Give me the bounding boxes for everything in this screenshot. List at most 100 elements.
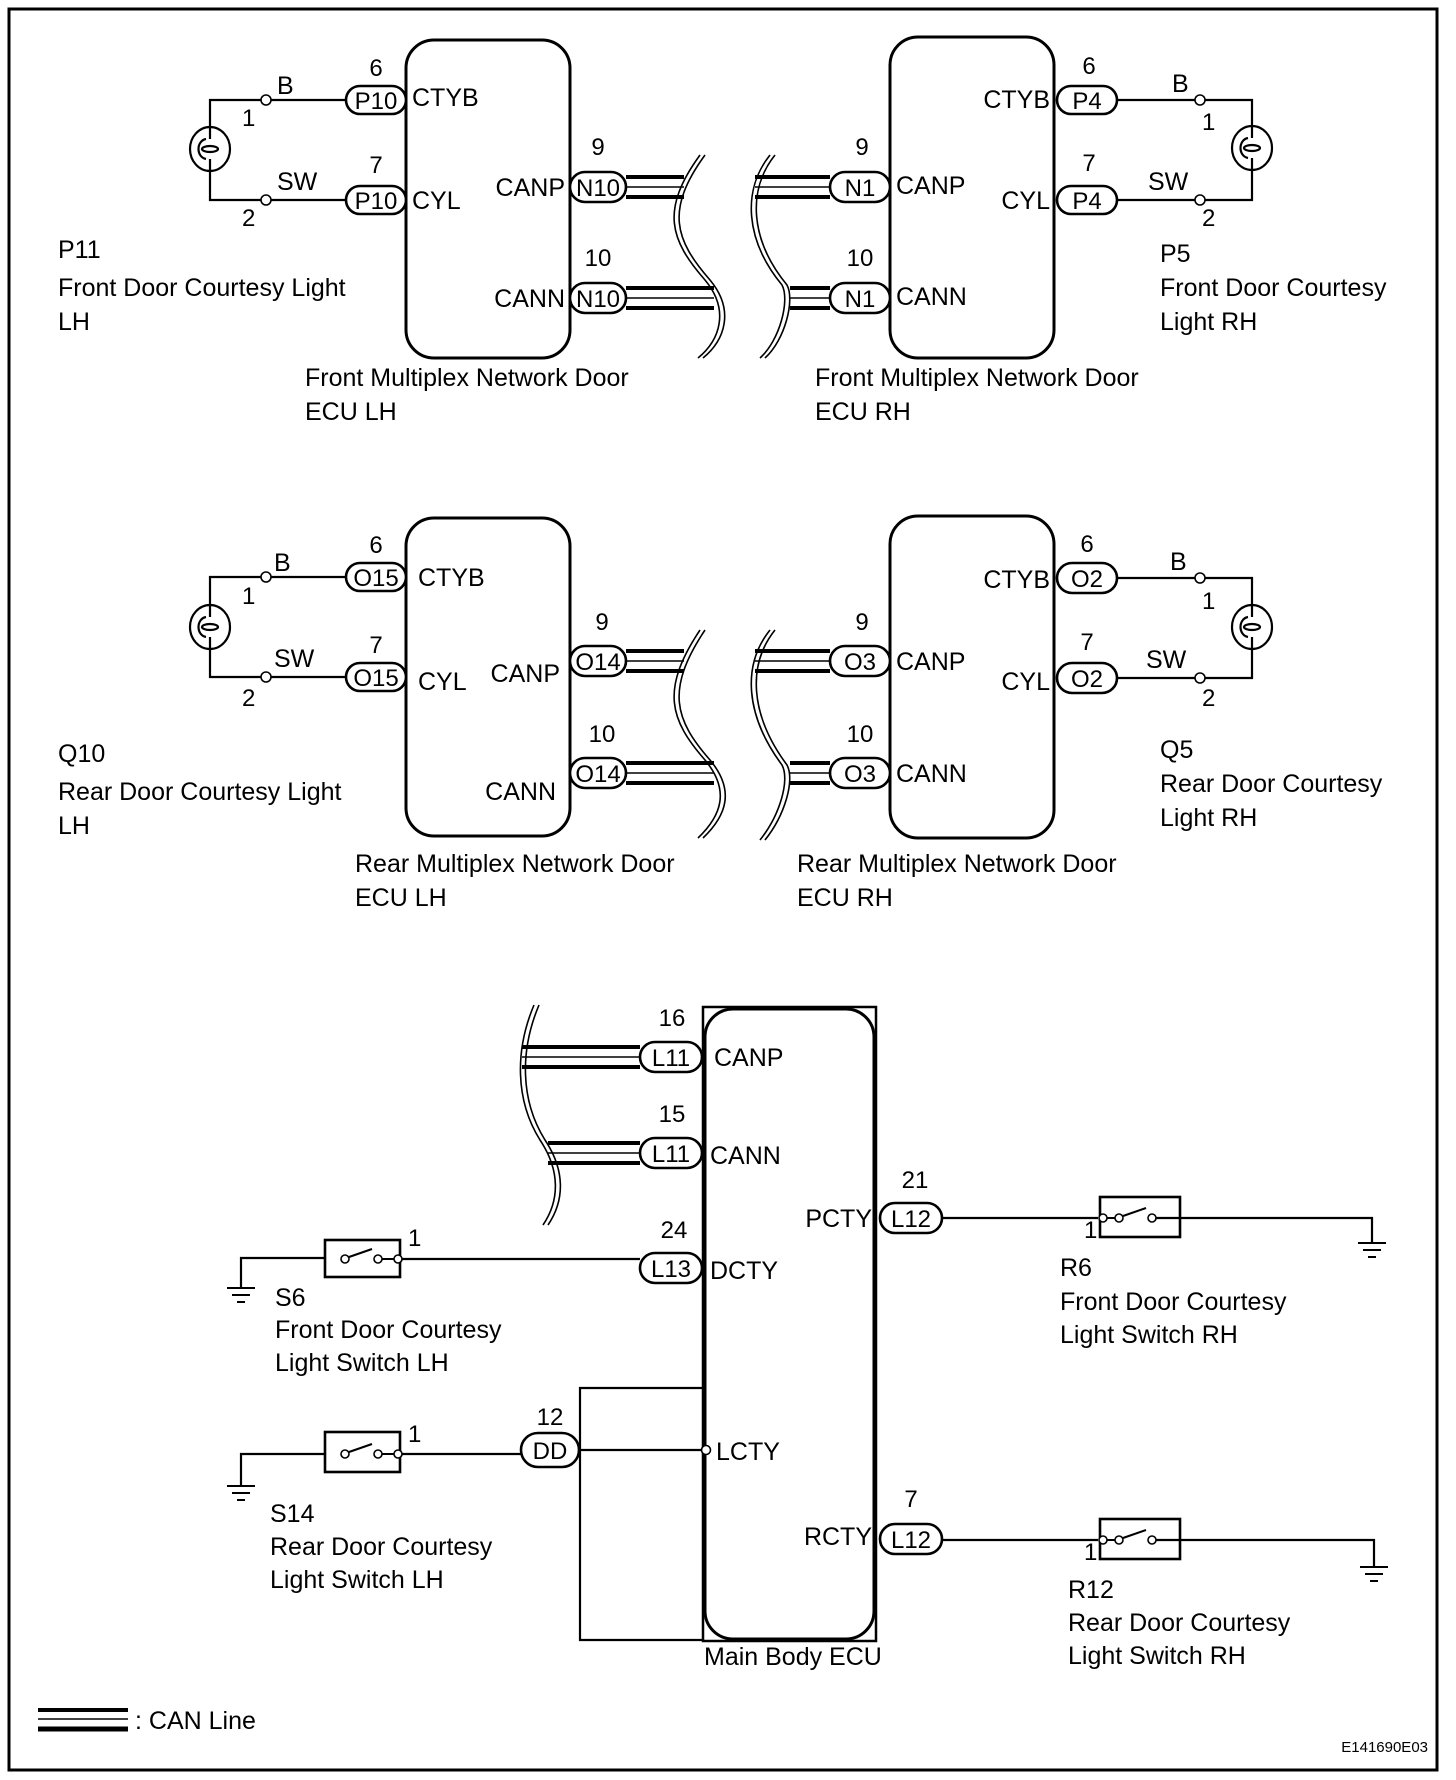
component-name: LH <box>58 812 90 840</box>
can-line <box>626 154 726 359</box>
ecu-name: ECU RH <box>797 884 893 912</box>
connector-P10 <box>344 184 408 216</box>
svg-text:6: 6 <box>369 55 382 82</box>
terminal-label: CTYB <box>412 84 479 112</box>
wire-label-b: B <box>1172 70 1189 98</box>
svg-text:N10: N10 <box>576 175 620 202</box>
component-code: Q5 <box>1160 736 1193 764</box>
component-name: Rear Door Courtesy <box>1068 1609 1291 1637</box>
rear-door-courtesy-light-rh: B SW 1 2 Q5 Rear Door Courtesy Light RH <box>1117 548 1383 832</box>
svg-text:7: 7 <box>1082 150 1095 177</box>
connector-L13 <box>638 1251 704 1285</box>
terminal-label: CYL <box>412 187 461 215</box>
ecu-box <box>888 35 1056 360</box>
break-mark <box>673 629 722 839</box>
component-name: Light Switch RH <box>1068 1642 1246 1670</box>
pin-number: 1 <box>408 1421 421 1448</box>
component-code: P11 <box>58 236 101 264</box>
pin-number: 1 <box>242 105 255 132</box>
terminal-label: CYL <box>418 668 467 696</box>
terminal-node <box>260 194 272 206</box>
ecu-name: Rear Multiplex Network Door <box>797 850 1117 878</box>
break-mark <box>673 154 721 359</box>
component-code: R6 <box>1060 1254 1092 1282</box>
break-mark <box>519 1004 557 1226</box>
wire-label-sw: SW <box>1148 168 1189 196</box>
svg-text:O3: O3 <box>844 761 876 788</box>
component-name: Front Door Courtesy <box>275 1316 502 1344</box>
terminal-label: CYL <box>1001 187 1050 215</box>
terminal-label: PCTY <box>805 1205 872 1233</box>
rear-door-courtesy-light-switch-rh: 1 R12 Rear Door Courtesy Light Switch RH <box>942 1517 1388 1670</box>
terminal-label: CANN <box>494 285 565 313</box>
component-code: Q10 <box>58 740 105 768</box>
ecu-name: Rear Multiplex Network Door <box>355 850 675 878</box>
component-code: R12 <box>1068 1576 1114 1604</box>
rear-door-courtesy-light-lh: B SW 1 2 Q10 Rear Door Courtesy Light LH <box>58 549 346 840</box>
figure-code: E141690E03 <box>1341 1739 1428 1756</box>
can-line <box>626 629 727 839</box>
component-name: Rear Door Courtesy <box>270 1533 493 1561</box>
svg-text:10: 10 <box>847 721 874 748</box>
connector-O15 <box>344 561 408 593</box>
rear-ecu-lh: O15 6 CTYB O15 7 CYL CANP O14 9 CANN O14… <box>344 516 675 912</box>
svg-text:15: 15 <box>659 1101 686 1128</box>
svg-text:10: 10 <box>589 721 616 748</box>
front-door-courtesy-light-switch-rh: 1 R6 Front Door Courtesy Light Switch RH <box>942 1195 1386 1349</box>
svg-text:9: 9 <box>855 609 868 636</box>
connector-O3 <box>828 644 892 678</box>
svg-text:10: 10 <box>585 245 612 272</box>
terminal-node <box>260 94 272 106</box>
main-body-ecu: L11 16 CANP L11 15 CANN L13 24 DCTY PCTY… <box>519 1005 944 1671</box>
svg-text:6: 6 <box>1082 53 1095 80</box>
svg-text:L11: L11 <box>652 1045 690 1072</box>
connector-N1 <box>828 281 892 315</box>
connector-P10 <box>344 84 408 116</box>
component-name: Rear Door Courtesy <box>1160 770 1383 798</box>
svg-text:L13: L13 <box>651 1256 691 1283</box>
component-code: P5 <box>1160 240 1191 268</box>
component-name: Light Switch RH <box>1060 1321 1238 1349</box>
svg-text:10: 10 <box>847 245 874 272</box>
terminal-label: CANN <box>710 1142 781 1170</box>
svg-text:O14: O14 <box>575 761 620 788</box>
front-door-courtesy-light-rh: B SW 1 2 P5 Front Door Courtesy Light RH <box>1117 70 1387 336</box>
svg-text:O15: O15 <box>353 565 398 592</box>
component-name: Front Door Courtesy Light <box>58 274 346 302</box>
svg-text:9: 9 <box>595 609 608 636</box>
component-name: Front Door Courtesy <box>1160 274 1387 302</box>
svg-text:12: 12 <box>537 1404 564 1431</box>
pin-number: 2 <box>1202 685 1215 712</box>
ecu-name: Front Multiplex Network Door <box>305 364 629 392</box>
svg-text:21: 21 <box>902 1167 929 1194</box>
terminal-node <box>1194 94 1206 106</box>
pin-number: 1 <box>1202 109 1215 136</box>
svg-text:24: 24 <box>661 1217 688 1244</box>
terminal-node <box>260 571 272 583</box>
terminal-node <box>260 671 272 683</box>
pin-number: 1 <box>1084 1217 1097 1244</box>
svg-text:DD: DD <box>533 1438 568 1465</box>
ecu-name: ECU LH <box>355 884 447 912</box>
ecu-name: Main Body ECU <box>704 1643 882 1671</box>
terminal-label: CANP <box>491 660 560 688</box>
svg-text:7: 7 <box>369 632 382 659</box>
terminal-node <box>700 1444 712 1456</box>
bulb-icon <box>1230 124 1274 172</box>
component-code: S14 <box>270 1500 315 1528</box>
pin-number: 1 <box>1202 588 1215 615</box>
connector-N1 <box>828 170 892 204</box>
terminal-label: CTYB <box>983 86 1050 114</box>
connector-O3 <box>828 756 892 790</box>
svg-text:P10: P10 <box>355 188 398 215</box>
terminal-label: CANN <box>485 778 556 806</box>
terminal-node <box>1194 194 1206 206</box>
component-name: Rear Door Courtesy Light <box>58 778 342 806</box>
svg-text:N1: N1 <box>845 286 876 313</box>
terminal-label: CYL <box>1001 668 1050 696</box>
connector-L11 <box>638 1040 704 1074</box>
break-mark <box>750 629 786 841</box>
ecu-box <box>888 514 1056 840</box>
front-door-courtesy-light-switch-lh: 1 S6 Front Door Courtesy Light Switch LH <box>227 1225 640 1377</box>
